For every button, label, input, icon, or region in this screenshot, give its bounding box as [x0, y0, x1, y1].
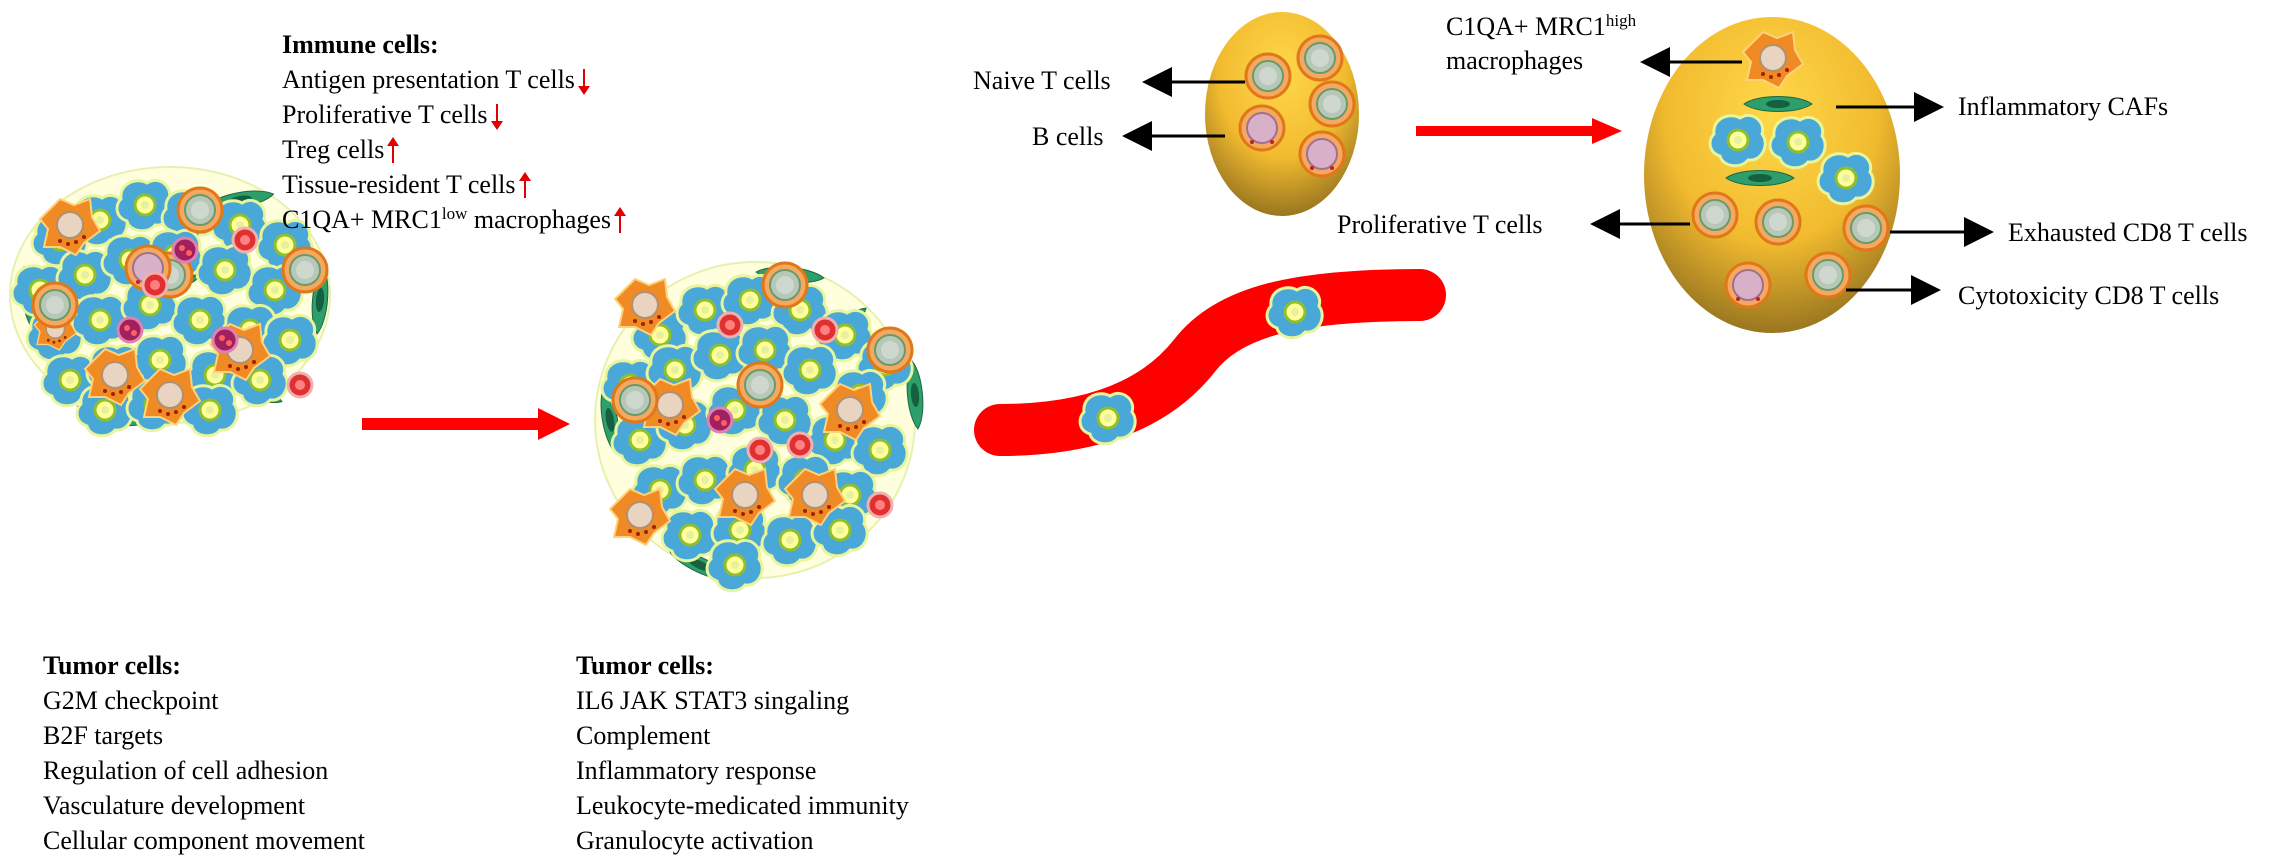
label-cytotoxic-cd8: Cytotoxicity CD8 T cells	[1958, 281, 2220, 310]
transition-arrow-2	[1416, 118, 1622, 144]
label-inflammatory-cafs: Inflammatory CAFs	[1958, 92, 2169, 121]
trend-up-icon	[387, 137, 400, 163]
tumor-item: Leukocyte-medicated immunity	[576, 791, 909, 820]
label-b-cells: B cells	[1032, 122, 1104, 151]
lymph-node-large	[1644, 17, 1900, 333]
immune-item-proliferative: Proliferative T cells	[282, 97, 621, 132]
lymph-node-small	[1205, 12, 1359, 216]
tumor-cells-panel-before: Tumor cells: G2M checkpoint B2F targets …	[43, 648, 365, 858]
blood-vessel	[974, 269, 1446, 456]
tumor-item: Cellular component movement	[43, 826, 366, 855]
immune-item-tissue-resident: Tissue-resident T cells	[282, 167, 621, 202]
tumor-cluster-before	[9, 166, 331, 438]
label-macrophages-high: C1QA+ MRC1high macrophages	[1446, 11, 1637, 75]
tumor-item: IL6 JAK STAT3 singaling	[576, 686, 850, 715]
tumor-item: Inflammatory response	[576, 756, 817, 785]
immune-item-antigen: Antigen presentation T cells	[282, 62, 621, 97]
tumor-item: G2M checkpoint	[43, 686, 219, 715]
immune-item-macrophages-low: C1QA+ MRC1low macrophages	[282, 202, 627, 237]
immune-cells-panel: Immune cells: Antigen presentation T cel…	[282, 27, 627, 237]
label-proliferative-t-cells: Proliferative T cells	[1337, 210, 1543, 239]
immune-cells-heading: Immune cells:	[282, 30, 439, 59]
trend-down-icon	[490, 104, 503, 130]
tumor-item: B2F targets	[43, 721, 164, 750]
tumor-item: Regulation of cell adhesion	[43, 756, 329, 785]
trend-up-icon	[614, 207, 627, 233]
label-exhausted-cd8: Exhausted CD8 T cells	[2008, 218, 2248, 247]
tumor-item: Granulocyte activation	[576, 826, 814, 855]
trend-up-icon	[518, 172, 531, 198]
tumor-item: Complement	[576, 721, 711, 750]
tumor-item: Vasculature development	[43, 791, 306, 820]
tumor-cells-panel-after: Tumor cells: IL6 JAK STAT3 singaling Com…	[576, 648, 909, 858]
immune-item-treg: Treg cells	[282, 132, 621, 167]
tumor-heading-before: Tumor cells:	[43, 651, 181, 680]
trend-down-icon	[577, 69, 590, 95]
label-naive-t-cells: Naive T cells	[973, 66, 1111, 95]
transition-arrow-1	[362, 408, 570, 440]
tumor-cluster-after	[594, 261, 926, 593]
tumor-heading-after: Tumor cells:	[576, 651, 714, 680]
